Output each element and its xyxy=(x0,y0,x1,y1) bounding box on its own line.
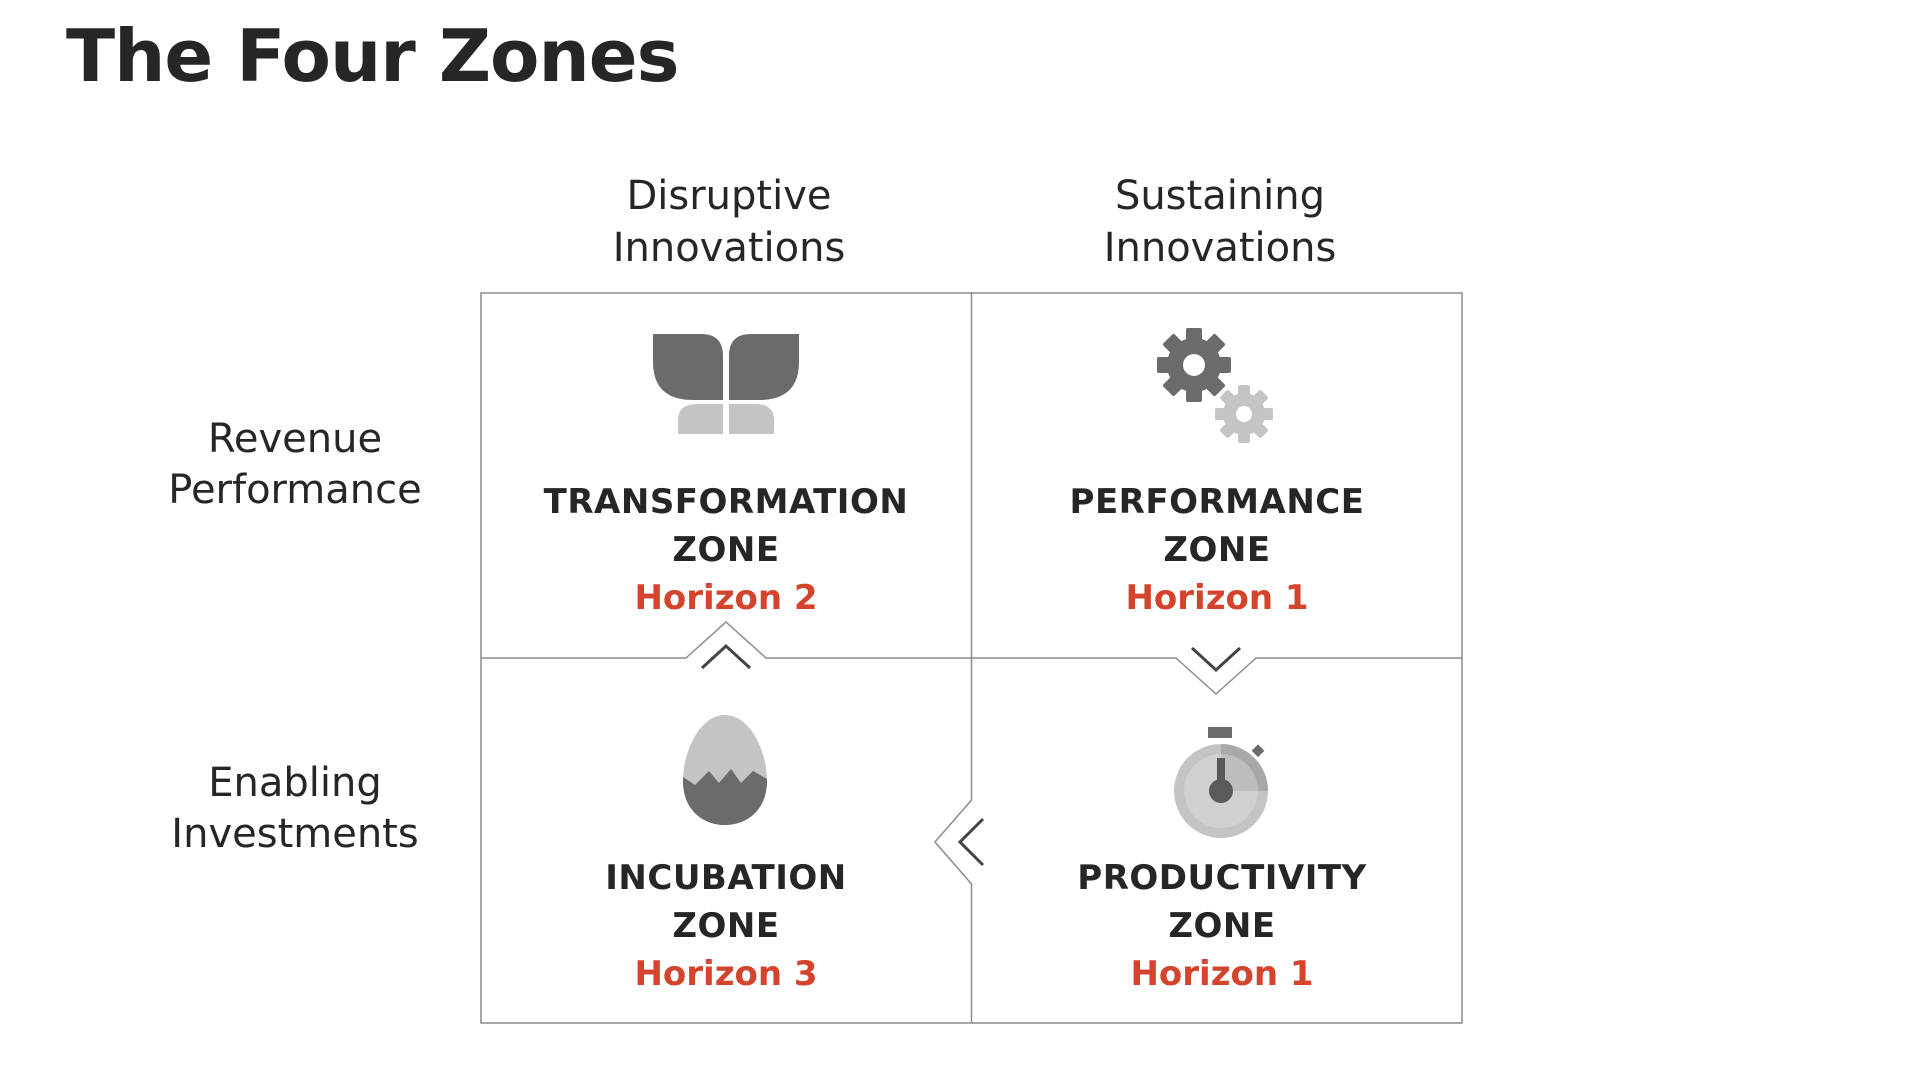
column-header-sustaining: Sustaining Innovations xyxy=(1030,170,1410,274)
zone-name: ZONE xyxy=(1168,906,1276,946)
column-header-disruptive: Disruptive Innovations xyxy=(539,170,919,274)
zone-horizon: Horizon 1 xyxy=(1130,954,1314,994)
column-header-line: Disruptive xyxy=(626,173,832,219)
column-header-line: Sustaining xyxy=(1114,173,1326,219)
stopwatch-icon xyxy=(1174,727,1268,838)
performance-zone: PERFORMANCE ZONE Horizon 1 xyxy=(982,478,1452,622)
row-header-line: Revenue xyxy=(207,416,383,462)
butterfly-icon xyxy=(653,334,799,434)
zone-name: PERFORMANCE xyxy=(1069,482,1365,522)
zone-horizon: Horizon 2 xyxy=(634,578,818,618)
arrow-up-notch xyxy=(685,620,767,670)
zone-name: ZONE xyxy=(672,530,780,570)
row-header-line: Performance xyxy=(168,467,422,513)
column-header-line: Innovations xyxy=(612,225,846,271)
transformation-zone: TRANSFORMATION ZONE Horizon 2 xyxy=(491,478,961,622)
incubation-zone: INCUBATION ZONE Horizon 3 xyxy=(491,854,961,998)
row-header-enabling: Enabling Investments xyxy=(130,758,460,860)
column-header-line: Innovations xyxy=(1103,225,1337,271)
zone-horizon: Horizon 1 xyxy=(1125,578,1309,618)
row-header-line: Enabling xyxy=(208,760,382,806)
arrow-left-notch xyxy=(934,799,985,885)
arrow-down-notch xyxy=(1175,646,1257,696)
zone-name: INCUBATION xyxy=(605,858,847,898)
row-header-line: Investments xyxy=(171,811,419,857)
zone-name: TRANSFORMATION xyxy=(543,482,909,522)
productivity-zone: PRODUCTIVITY ZONE Horizon 1 xyxy=(987,854,1457,998)
zone-name: ZONE xyxy=(1163,530,1271,570)
zone-horizon: Horizon 3 xyxy=(634,954,818,994)
page-title: The Four Zones xyxy=(66,14,679,98)
zone-name: ZONE xyxy=(672,906,780,946)
zone-name: PRODUCTIVITY xyxy=(1077,858,1367,898)
row-header-revenue: Revenue Performance xyxy=(130,414,460,516)
gears-icon xyxy=(1157,328,1273,443)
egg-icon xyxy=(683,715,767,825)
